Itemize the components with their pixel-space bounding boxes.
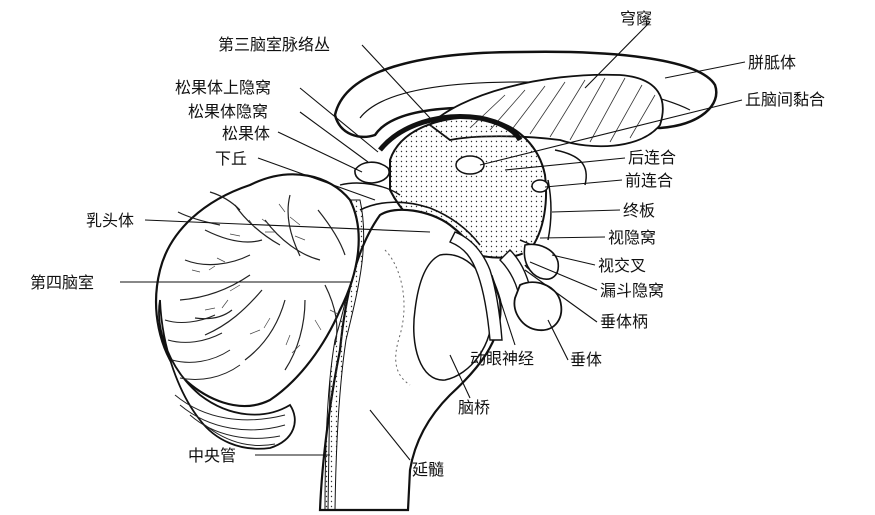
label-optic-recess: 视隐窝: [608, 228, 657, 247]
label-pineal-body: 松果体: [222, 124, 271, 143]
label-oculomotor-nerve: 动眼神经: [470, 349, 535, 368]
label-anterior-commissure: 前连合: [625, 171, 674, 190]
label-posterior-commissure: 后连合: [628, 148, 677, 167]
label-infundibular-recess: 漏斗隐窝: [600, 281, 665, 300]
label-lamina-terminalis: 终板: [623, 201, 656, 220]
label-hypophysis: 垂体: [570, 350, 603, 369]
cerebellum-shape: [154, 173, 360, 450]
label-pons: 脑桥: [458, 398, 491, 417]
label-optic-chiasm: 视交叉: [598, 256, 647, 275]
label-corpus-callosum: 胼胝体: [748, 53, 797, 72]
label-third-ventricle-choroid-plexus: 第三脑室脉络丛: [218, 35, 331, 54]
label-suprapineal-recess: 松果体上隐窝: [175, 78, 272, 97]
oculomotor-nerve-shape: [449, 231, 503, 341]
pineal-shape: [354, 161, 390, 184]
label-central-canal: 中央管: [188, 446, 237, 465]
hypophysis-shape: [513, 281, 563, 331]
label-interthalamic-adhesion: 丘脑间黏合: [745, 90, 826, 109]
label-medulla-oblongata: 延髓: [412, 460, 445, 479]
label-inferior-colliculus: 下丘: [215, 149, 248, 168]
label-fornix: 穹窿: [620, 9, 653, 28]
label-mammillary-body: 乳头体: [86, 211, 135, 230]
interthalamic-adhesion-shape: [455, 155, 485, 175]
label-hypophyseal-stalk: 垂体柄: [600, 312, 649, 331]
anterior-commissure-shape: [531, 179, 549, 193]
optic-chiasm-shape: [523, 243, 560, 280]
label-fourth-ventricle: 第四脑室: [30, 273, 95, 292]
label-pineal-recess: 松果体隐窝: [188, 102, 269, 121]
